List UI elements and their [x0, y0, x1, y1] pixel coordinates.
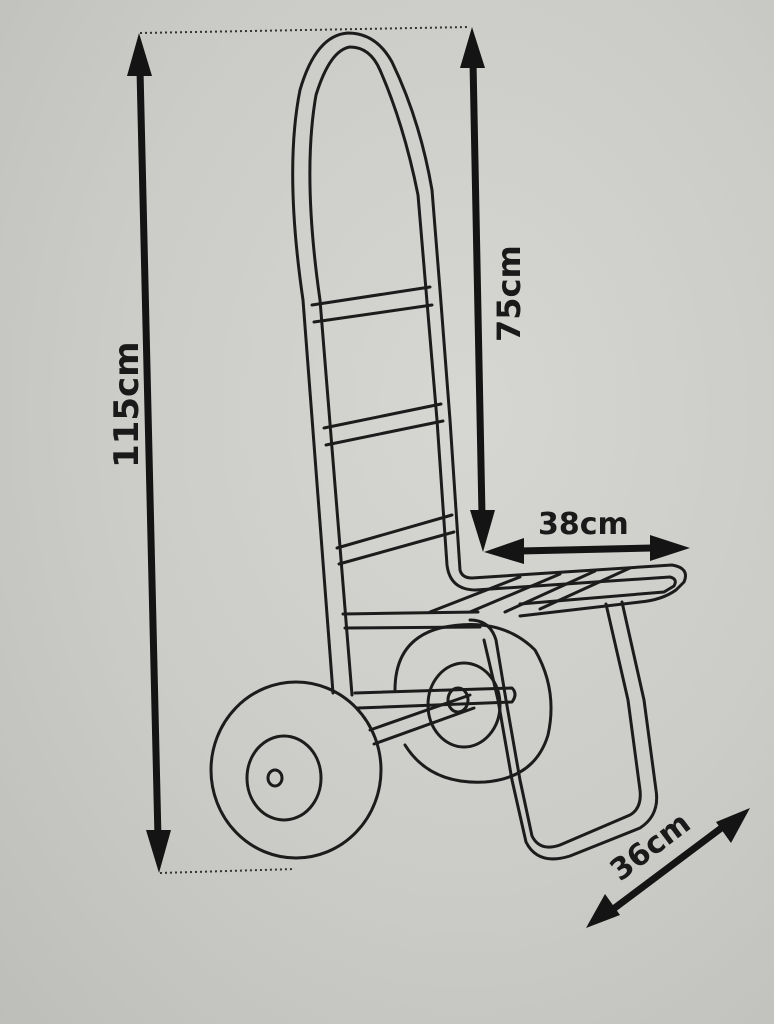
platform-width-arrow — [484, 535, 690, 564]
platform-depth-arrow — [586, 808, 750, 928]
right-wheel — [393, 622, 553, 784]
top-extension-line — [139, 26, 471, 34]
back-height-arrow — [460, 27, 495, 552]
left-wheel — [209, 680, 383, 860]
total-height-arrow — [127, 33, 171, 873]
bottom-extension-line — [159, 868, 296, 874]
total-height-label: 115cm — [107, 341, 147, 468]
platform-width-label: 38cm — [538, 507, 629, 542]
back-height-label: 75cm — [490, 245, 528, 342]
hand-truck-frame — [291, 31, 687, 861]
